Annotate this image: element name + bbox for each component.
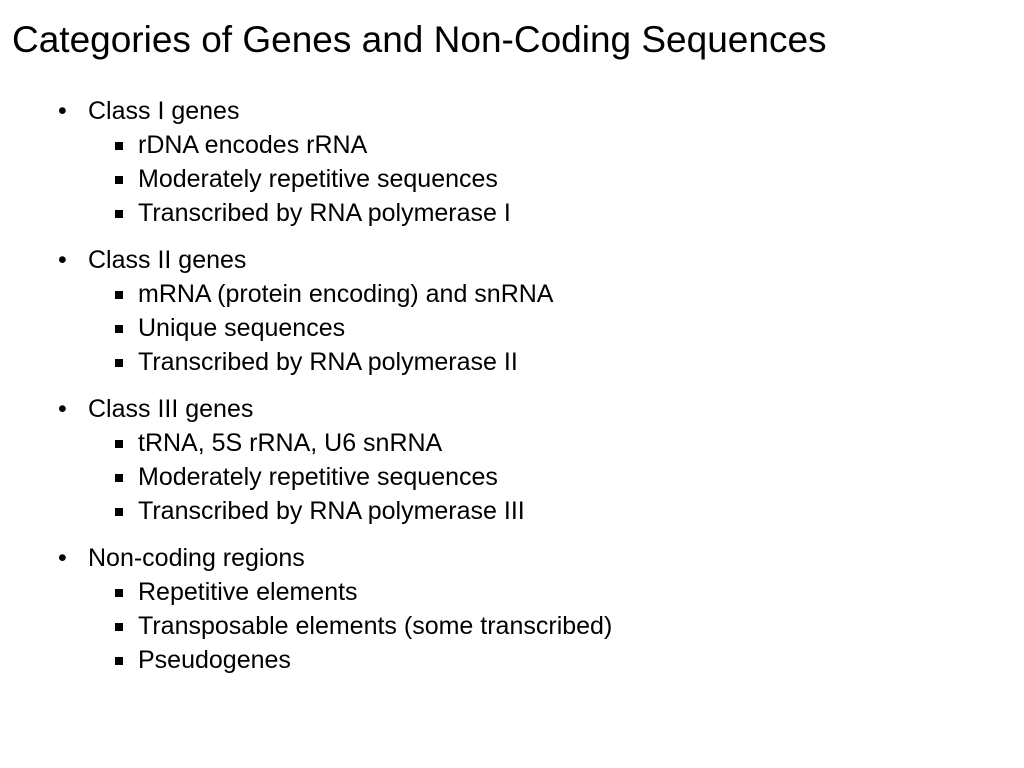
bullet-heading-text: Non-coding regions xyxy=(88,544,305,572)
square-bullet-icon xyxy=(115,474,123,482)
sub-bullet-text: tRNA, 5S rRNA, U6 snRNA xyxy=(138,429,443,457)
bullet-heading: • Non-coding regions xyxy=(58,541,998,575)
square-bullet-icon xyxy=(115,325,123,333)
bullet-heading-text: Class II genes xyxy=(88,246,247,274)
sub-bullet-text: Moderately repetitive sequences xyxy=(138,165,498,193)
section-non-coding-regions: • Non-coding regions Repetitive elements… xyxy=(58,541,998,677)
square-bullet-icon xyxy=(115,359,123,367)
sub-bullet-text: Transposable elements (some transcribed) xyxy=(138,612,613,640)
sub-bullet-item: Transcribed by RNA polymerase I xyxy=(58,196,998,230)
bullet-heading: • Class II genes xyxy=(58,243,998,277)
sub-bullet-text: Repetitive elements xyxy=(138,578,358,606)
bullet-heading-text: Class III genes xyxy=(88,395,254,423)
sub-bullet-text: Transcribed by RNA polymerase I xyxy=(138,199,511,227)
sub-bullet-item: Transposable elements (some transcribed) xyxy=(58,609,998,643)
bullet-heading: • Class III genes xyxy=(58,392,998,426)
sub-bullet-item: Repetitive elements xyxy=(58,575,998,609)
bullet-heading-text: Class I genes xyxy=(88,97,240,125)
sub-bullet-text: Transcribed by RNA polymerase II xyxy=(138,348,518,376)
sub-bullet-item: Pseudogenes xyxy=(58,643,998,677)
section-class-iii-genes: • Class III genes tRNA, 5S rRNA, U6 snRN… xyxy=(58,392,998,528)
square-bullet-icon xyxy=(115,623,123,631)
sub-bullet-text: rDNA encodes rRNA xyxy=(138,131,368,159)
square-bullet-icon xyxy=(115,440,123,448)
bullet-heading: • Class I genes xyxy=(58,94,998,128)
bullet-icon: • xyxy=(58,97,67,125)
bullet-icon: • xyxy=(58,395,67,423)
sub-bullet-item: Transcribed by RNA polymerase III xyxy=(58,494,998,528)
sub-bullet-text: Unique sequences xyxy=(138,314,346,342)
sub-bullet-item: rDNA encodes rRNA xyxy=(58,128,998,162)
sub-bullet-item: Unique sequences xyxy=(58,311,998,345)
sub-bullet-list: Repetitive elements Transposable element… xyxy=(58,575,998,677)
sub-bullet-list: mRNA (protein encoding) and snRNA Unique… xyxy=(58,277,998,379)
bullet-list: • Class I genes rDNA encodes rRNA Modera… xyxy=(58,94,998,690)
sub-bullet-item: Moderately repetitive sequences xyxy=(58,460,998,494)
square-bullet-icon xyxy=(115,176,123,184)
slide-title: Categories of Genes and Non-Coding Seque… xyxy=(12,19,827,60)
square-bullet-icon xyxy=(115,508,123,516)
square-bullet-icon xyxy=(115,210,123,218)
sub-bullet-item: mRNA (protein encoding) and snRNA xyxy=(58,277,998,311)
bullet-icon: • xyxy=(58,246,67,274)
sub-bullet-text: mRNA (protein encoding) and snRNA xyxy=(138,280,554,308)
sub-bullet-list: tRNA, 5S rRNA, U6 snRNA Moderately repet… xyxy=(58,426,998,528)
square-bullet-icon xyxy=(115,142,123,150)
square-bullet-icon xyxy=(115,657,123,665)
bullet-icon: • xyxy=(58,544,67,572)
section-class-ii-genes: • Class II genes mRNA (protein encoding)… xyxy=(58,243,998,379)
sub-bullet-item: tRNA, 5S rRNA, U6 snRNA xyxy=(58,426,998,460)
sub-bullet-item: Transcribed by RNA polymerase II xyxy=(58,345,998,379)
sub-bullet-list: rDNA encodes rRNA Moderately repetitive … xyxy=(58,128,998,230)
sub-bullet-text: Transcribed by RNA polymerase III xyxy=(138,497,525,525)
sub-bullet-item: Moderately repetitive sequences xyxy=(58,162,998,196)
sub-bullet-text: Pseudogenes xyxy=(138,646,291,674)
square-bullet-icon xyxy=(115,589,123,597)
square-bullet-icon xyxy=(115,291,123,299)
sub-bullet-text: Moderately repetitive sequences xyxy=(138,463,498,491)
section-class-i-genes: • Class I genes rDNA encodes rRNA Modera… xyxy=(58,94,998,230)
